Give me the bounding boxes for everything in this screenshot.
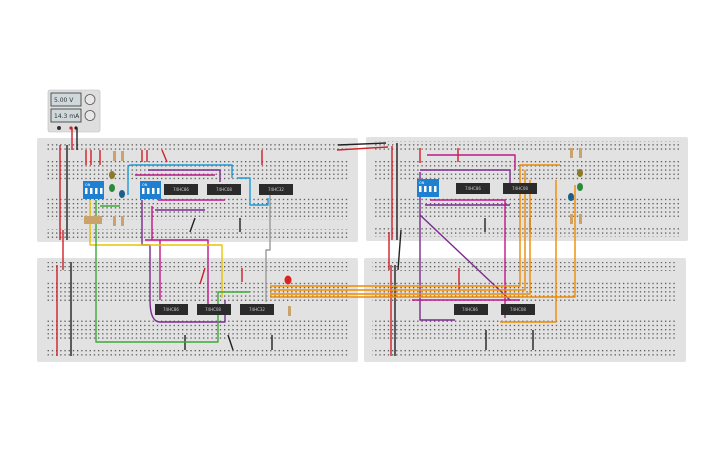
resistor[interactable] [570,148,573,158]
led-blue[interactable] [119,190,125,198]
voltage-knob[interactable] [84,94,96,105]
svg-text:74HC08: 74HC08 [205,307,221,312]
svg-text:74HC86: 74HC86 [465,186,481,191]
resistor[interactable] [121,216,124,226]
led-yellow[interactable] [109,171,115,179]
wire-magenta[interactable] [135,154,520,318]
current-display [50,108,82,123]
chip-tr-1[interactable]: 74HC86 [456,183,490,194]
chip-tl-3[interactable]: 74HC32 [259,184,293,195]
svg-text:74HC32: 74HC32 [268,187,284,192]
dip-switch-2[interactable]: ON [140,181,161,199]
chip-tl-2[interactable]: 74HC08 [207,184,241,195]
wire-blue[interactable] [127,164,269,206]
resistor[interactable] [113,151,116,161]
svg-text:74HC86: 74HC86 [173,187,189,192]
wire-green[interactable] [95,200,250,343]
svg-text:ON: ON [419,181,425,185]
resistor[interactable] [570,214,573,224]
chip-bl-3[interactable]: 74HC32 [240,304,274,315]
svg-text:74HC08: 74HC08 [512,186,528,191]
voltage-readout: 5.00 V [54,97,74,104]
dip-switch-1[interactable]: ON [83,181,104,199]
wires[interactable] [56,128,576,356]
resistor[interactable] [288,306,291,316]
resistor-array[interactable] [84,216,102,224]
wire-red[interactable] [56,128,460,356]
svg-text:ON: ON [142,183,148,187]
current-knob[interactable] [84,110,96,121]
ground-terminal[interactable] [57,126,61,130]
power-supply[interactable]: 5.00 V 14.3 mA [47,89,101,133]
wire-orange[interactable] [84,164,576,323]
svg-text:74HC86: 74HC86 [163,307,179,312]
svg-text:74HC08: 74HC08 [510,307,526,312]
components[interactable] [84,148,583,316]
resistor[interactable] [113,216,116,226]
chip-br-2[interactable]: 74HC08 [501,304,535,315]
wire-black[interactable] [66,128,534,356]
led-yellow[interactable] [577,169,583,177]
chip-tr-2[interactable]: 74HC08 [503,183,537,194]
dip-switch-3[interactable]: ON [417,179,439,197]
voltage-display [50,92,82,107]
chip-bl-1[interactable]: 74HC86 [155,304,188,315]
chip-bl-2[interactable]: 74HC08 [197,304,231,315]
svg-text:ON: ON [85,183,91,187]
chip-br-1[interactable]: 74HC86 [454,304,488,315]
wire-purple[interactable] [141,169,511,323]
led-green[interactable] [577,183,583,191]
chip-tl-1[interactable]: 74HC86 [164,184,198,195]
resistor[interactable] [121,151,124,161]
svg-text:74HC32: 74HC32 [249,307,265,312]
resistor[interactable] [579,214,582,224]
resistor[interactable] [579,148,582,158]
svg-text:74HC08: 74HC08 [216,187,232,192]
svg-text:74HC86: 74HC86 [462,307,478,312]
led-green[interactable] [109,184,115,192]
led-red[interactable] [284,275,292,285]
led-blue[interactable] [568,193,574,201]
wire-gray[interactable] [265,190,271,302]
current-readout: 14.3 mA [54,113,80,120]
